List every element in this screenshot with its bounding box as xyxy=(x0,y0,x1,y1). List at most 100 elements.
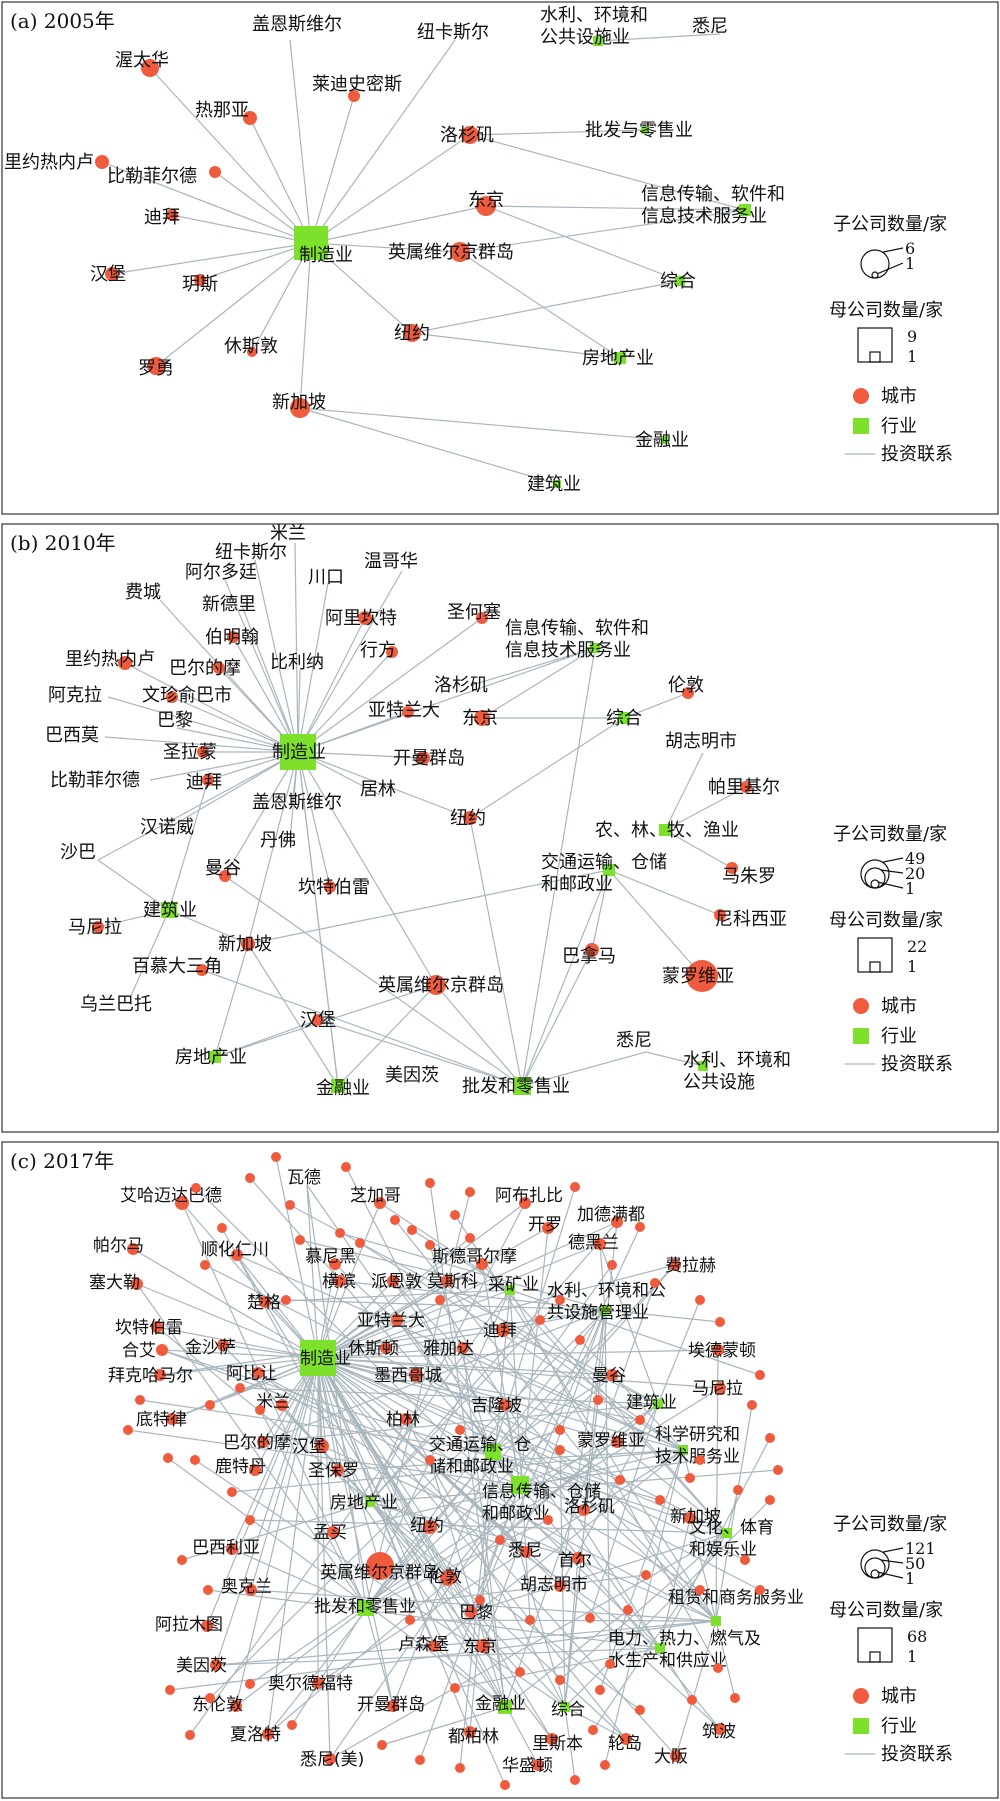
legend-industry-marker xyxy=(853,1718,869,1734)
investment-link xyxy=(249,1519,728,1534)
city-label: 斯德哥尔摩 xyxy=(432,1247,517,1267)
industry-label: 批发和零售业 xyxy=(314,1597,416,1617)
industry-label: 金融业 xyxy=(635,430,689,451)
city-label: 瓦德 xyxy=(287,1168,321,1188)
investment-link xyxy=(559,1309,606,1587)
city-label: 美因茨 xyxy=(385,1065,439,1086)
nodes: 制造业米兰纽卡斯尔阿尔多廷温哥华费城新德里川口阿里坎特圣何塞伯明翰信息传输、软件… xyxy=(45,523,791,1099)
investment-link xyxy=(479,1309,606,1601)
city-node xyxy=(335,1228,345,1238)
industry-label: 综合 xyxy=(660,271,696,292)
city-label: 阿克拉 xyxy=(48,685,102,706)
city-label: 奥尔德福特 xyxy=(268,1674,353,1694)
city-label: 孟买 xyxy=(313,1523,347,1543)
investment-link xyxy=(623,692,689,719)
investment-link xyxy=(589,1403,659,1619)
investment-link xyxy=(521,869,610,1087)
city-node xyxy=(227,631,239,643)
city-node xyxy=(585,1613,595,1623)
investment-link xyxy=(97,859,170,911)
investment-link xyxy=(104,736,299,753)
city-label: 横滨 xyxy=(322,1272,356,1292)
investment-link xyxy=(310,134,471,244)
city-node xyxy=(476,1639,490,1653)
city-node xyxy=(287,1720,297,1730)
investment-link xyxy=(317,1357,553,1740)
investment-link xyxy=(169,1620,717,1691)
panel-title: (a) 2005年 xyxy=(10,9,115,33)
industry-label: 批发与零售业 xyxy=(585,120,693,141)
city-label: 合艾 xyxy=(122,1341,156,1361)
city-node xyxy=(105,267,119,281)
investment-link xyxy=(97,751,299,861)
city-node xyxy=(554,1580,566,1592)
city-node xyxy=(123,1425,133,1435)
investment-link xyxy=(254,1357,319,1471)
city-node xyxy=(605,1659,615,1669)
investment-link xyxy=(297,582,329,753)
city-node xyxy=(714,909,726,921)
investment-link xyxy=(509,1289,761,1376)
investment-link xyxy=(469,1289,511,1733)
city-node xyxy=(127,1243,139,1255)
industry-label: 信息传输、仓储 xyxy=(482,1482,601,1502)
investment-link xyxy=(231,1548,367,1609)
city-label: 美因茨 xyxy=(176,1656,227,1676)
city-node xyxy=(415,1755,425,1765)
city-node xyxy=(409,1368,423,1382)
city-node xyxy=(230,1700,242,1712)
city-label: 行方 xyxy=(360,640,396,661)
legend-parent-value: 1 xyxy=(907,1647,917,1666)
city-label: 文珍俞巴市 xyxy=(142,685,232,706)
city-label: 迪拜 xyxy=(144,207,180,228)
city-node xyxy=(546,1733,558,1745)
panel-2010: (b) 2010年制造业米兰纽卡斯尔阿尔多廷温哥华费城新德里川口阿里坎特圣何塞伯… xyxy=(1,523,999,1133)
investment-link xyxy=(429,1244,566,1708)
city-node xyxy=(241,937,255,951)
investment-link xyxy=(297,751,424,759)
city-node xyxy=(575,1335,585,1345)
investment-link xyxy=(247,943,339,1087)
investment-link xyxy=(247,751,299,945)
city-node xyxy=(341,1162,351,1172)
industry-label: 科学研究和 xyxy=(655,1425,740,1445)
city-label: 纽约 xyxy=(394,323,430,344)
city-label: 蒙罗维亚 xyxy=(662,966,734,987)
city-node xyxy=(334,1275,346,1287)
city-node xyxy=(435,1295,445,1305)
legend-sub-value: 121 xyxy=(905,1539,936,1558)
city-label: 马朱罗 xyxy=(722,866,776,887)
industry-label: 制造业 xyxy=(299,245,353,266)
city-node xyxy=(416,751,430,765)
city-node xyxy=(500,1780,510,1790)
industry-label: 水生产和供应业 xyxy=(608,1651,727,1671)
city-label: 开曼群岛 xyxy=(393,748,465,769)
investment-link xyxy=(297,647,596,753)
investment-link xyxy=(199,242,312,281)
city-node xyxy=(650,1278,660,1288)
industry-node xyxy=(655,1643,665,1653)
city-label: 芝加哥 xyxy=(350,1186,401,1206)
city-label: 塞大勒 xyxy=(89,1273,140,1293)
investment-link xyxy=(429,1459,506,1708)
city-node xyxy=(262,1728,274,1740)
city-node xyxy=(495,1535,505,1545)
city-node xyxy=(177,1555,187,1565)
city-label: 洛杉矶 xyxy=(440,125,494,146)
industry-node xyxy=(678,1445,688,1455)
city-node xyxy=(219,870,231,882)
industry-node xyxy=(659,824,671,836)
investment-link xyxy=(259,1409,367,1609)
investment-link xyxy=(504,1282,656,1708)
city-label: 伯明翰 xyxy=(205,627,259,648)
city-node xyxy=(202,774,214,786)
investment-link xyxy=(469,129,646,136)
investment-link xyxy=(214,1019,319,1058)
city-node xyxy=(227,1487,237,1497)
city-label: 迪拜 xyxy=(186,772,222,793)
legend-leader xyxy=(880,1559,904,1564)
city-label: 费拉赫 xyxy=(665,1256,716,1276)
investment-link xyxy=(317,1202,526,1359)
industry-node xyxy=(641,126,649,134)
investment-link xyxy=(317,1243,601,1359)
